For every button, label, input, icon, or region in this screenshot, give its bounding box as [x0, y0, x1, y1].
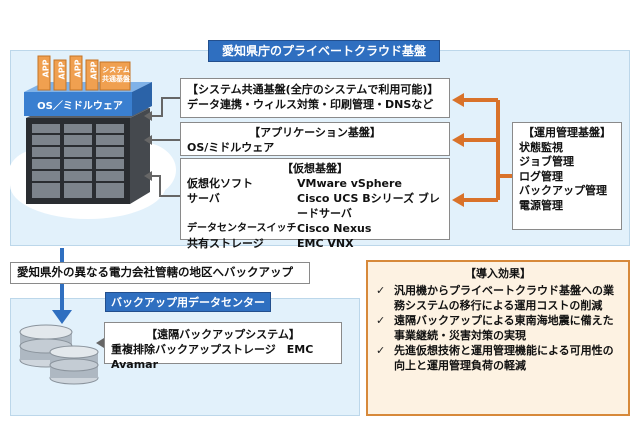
virtual-row-value: VMware vSphere [297, 177, 402, 190]
ops-item: ログ管理 [519, 169, 563, 183]
app-base-heading: 【アプリケーション基盤】 [249, 126, 381, 139]
virtual-row: 仮想化ソフト VMware vSphere [187, 176, 443, 191]
virtual-row: サーバ Cisco UCS Bシリーズ ブレードサーバ [187, 191, 443, 221]
effects-box: 【導入効果】 ✓ 汎用機からプライベートクラウド基盤への業務システムの移行による… [366, 260, 630, 416]
server-rack-icon [26, 108, 150, 204]
storage-disks-icon [19, 324, 99, 385]
virtual-base-box: 【仮想基盤】 仮想化ソフト VMware vSphere サーバ Cisco U… [180, 158, 450, 250]
app-base-line: OS/ミドルウェア [187, 141, 275, 154]
backup-dc-title: バックアップ用データセンター [105, 292, 271, 312]
backup-down-arrow [52, 248, 72, 324]
virtual-row-value: Cisco Nexus [297, 222, 372, 235]
virtual-row-key: データセンタースイッチ [187, 223, 297, 234]
ops-item: 状態監視 [519, 140, 563, 154]
check-icon: ✓ [376, 284, 386, 297]
remote-backup-heading: 【遠隔バックアップシステム】 [146, 328, 300, 341]
server-connector-arrows [150, 97, 180, 197]
ops-connector-arrows [462, 98, 512, 202]
ops-item: ジョブ管理 [519, 155, 574, 168]
effect-text: 汎用機からプライベートクラウド基盤への業務システムの移行による運用コストの削減 [394, 284, 614, 312]
system-base-heading: 【システム共通基盤(全庁のシステムで利用可能)】 [187, 83, 439, 96]
virtual-base-heading: 【仮想基盤】 [282, 162, 348, 175]
effect-item: ✓ 遠隔バックアップによる東南海地震に備えた事業継続・災害対策の実現 [376, 313, 620, 343]
virtual-row-value: Cisco UCS Bシリーズ ブレードサーバ [297, 192, 440, 220]
app-label: APP [73, 59, 83, 78]
effects-heading: 【導入効果】 [465, 267, 531, 280]
app-base-box: 【アプリケーション基盤】 OS/ミドルウェア [180, 122, 450, 156]
remote-backup-line: 重複排除バックアップストレージ EMC Avamar [111, 343, 314, 371]
app-label: APP [57, 61, 67, 80]
app-stack-icon [37, 55, 131, 91]
app-label: APP [41, 59, 51, 78]
effect-item: ✓ 先進仮想技術と運用管理機能による可用性の向上と運用管理負荷の軽減 [376, 343, 620, 373]
main-title: 愛知県庁のプライベートクラウド基盤 [208, 40, 440, 62]
effect-item: ✓ 汎用機からプライベートクラウド基盤への業務システムの移行による運用コストの削… [376, 283, 620, 313]
remote-connector-arrow [96, 338, 104, 348]
system-base-line: データ連携・ウィルス対策・印刷管理・DNSなど [187, 98, 434, 111]
check-icon: ✓ [376, 344, 386, 357]
check-icon: ✓ [376, 314, 386, 327]
virtual-row-key: 仮想化ソフト [187, 177, 253, 190]
app-label: APP [89, 61, 99, 80]
backup-destination-text: 愛知県外の異なる電力会社管轄の地区へバックアップ [10, 262, 310, 284]
ops-base-box: 【運用管理基盤】 状態監視 ジョブ管理 ログ管理 バックアップ管理 電源管理 [512, 122, 622, 230]
virtual-row: データセンタースイッチ Cisco Nexus [187, 221, 443, 236]
virtual-row-value: EMC VNX [297, 237, 354, 250]
sys-side-label: システム共通基盤 [102, 66, 130, 83]
system-base-box: 【システム共通基盤(全庁のシステムで利用可能)】 データ連携・ウィルス対策・印刷… [180, 78, 450, 118]
ops-item: バックアップ管理 [519, 184, 607, 197]
effect-text: 遠隔バックアップによる東南海地震に備えた事業継続・災害対策の実現 [394, 314, 614, 342]
ops-item: 電源管理 [519, 198, 563, 212]
virtual-row-key: 共有ストレージ [187, 237, 264, 250]
effect-text: 先進仮想技術と運用管理機能による可用性の向上と運用管理負荷の軽減 [394, 344, 614, 372]
virtual-row-key: サーバ [187, 192, 220, 205]
os-bar-label: OS／ミドルウェア [37, 101, 123, 112]
remote-backup-box: 【遠隔バックアップシステム】 重複排除バックアップストレージ EMC Avama… [104, 322, 342, 371]
virtual-row: 共有ストレージ EMC VNX [187, 236, 443, 251]
ops-base-heading: 【運用管理基盤】 [523, 126, 611, 139]
